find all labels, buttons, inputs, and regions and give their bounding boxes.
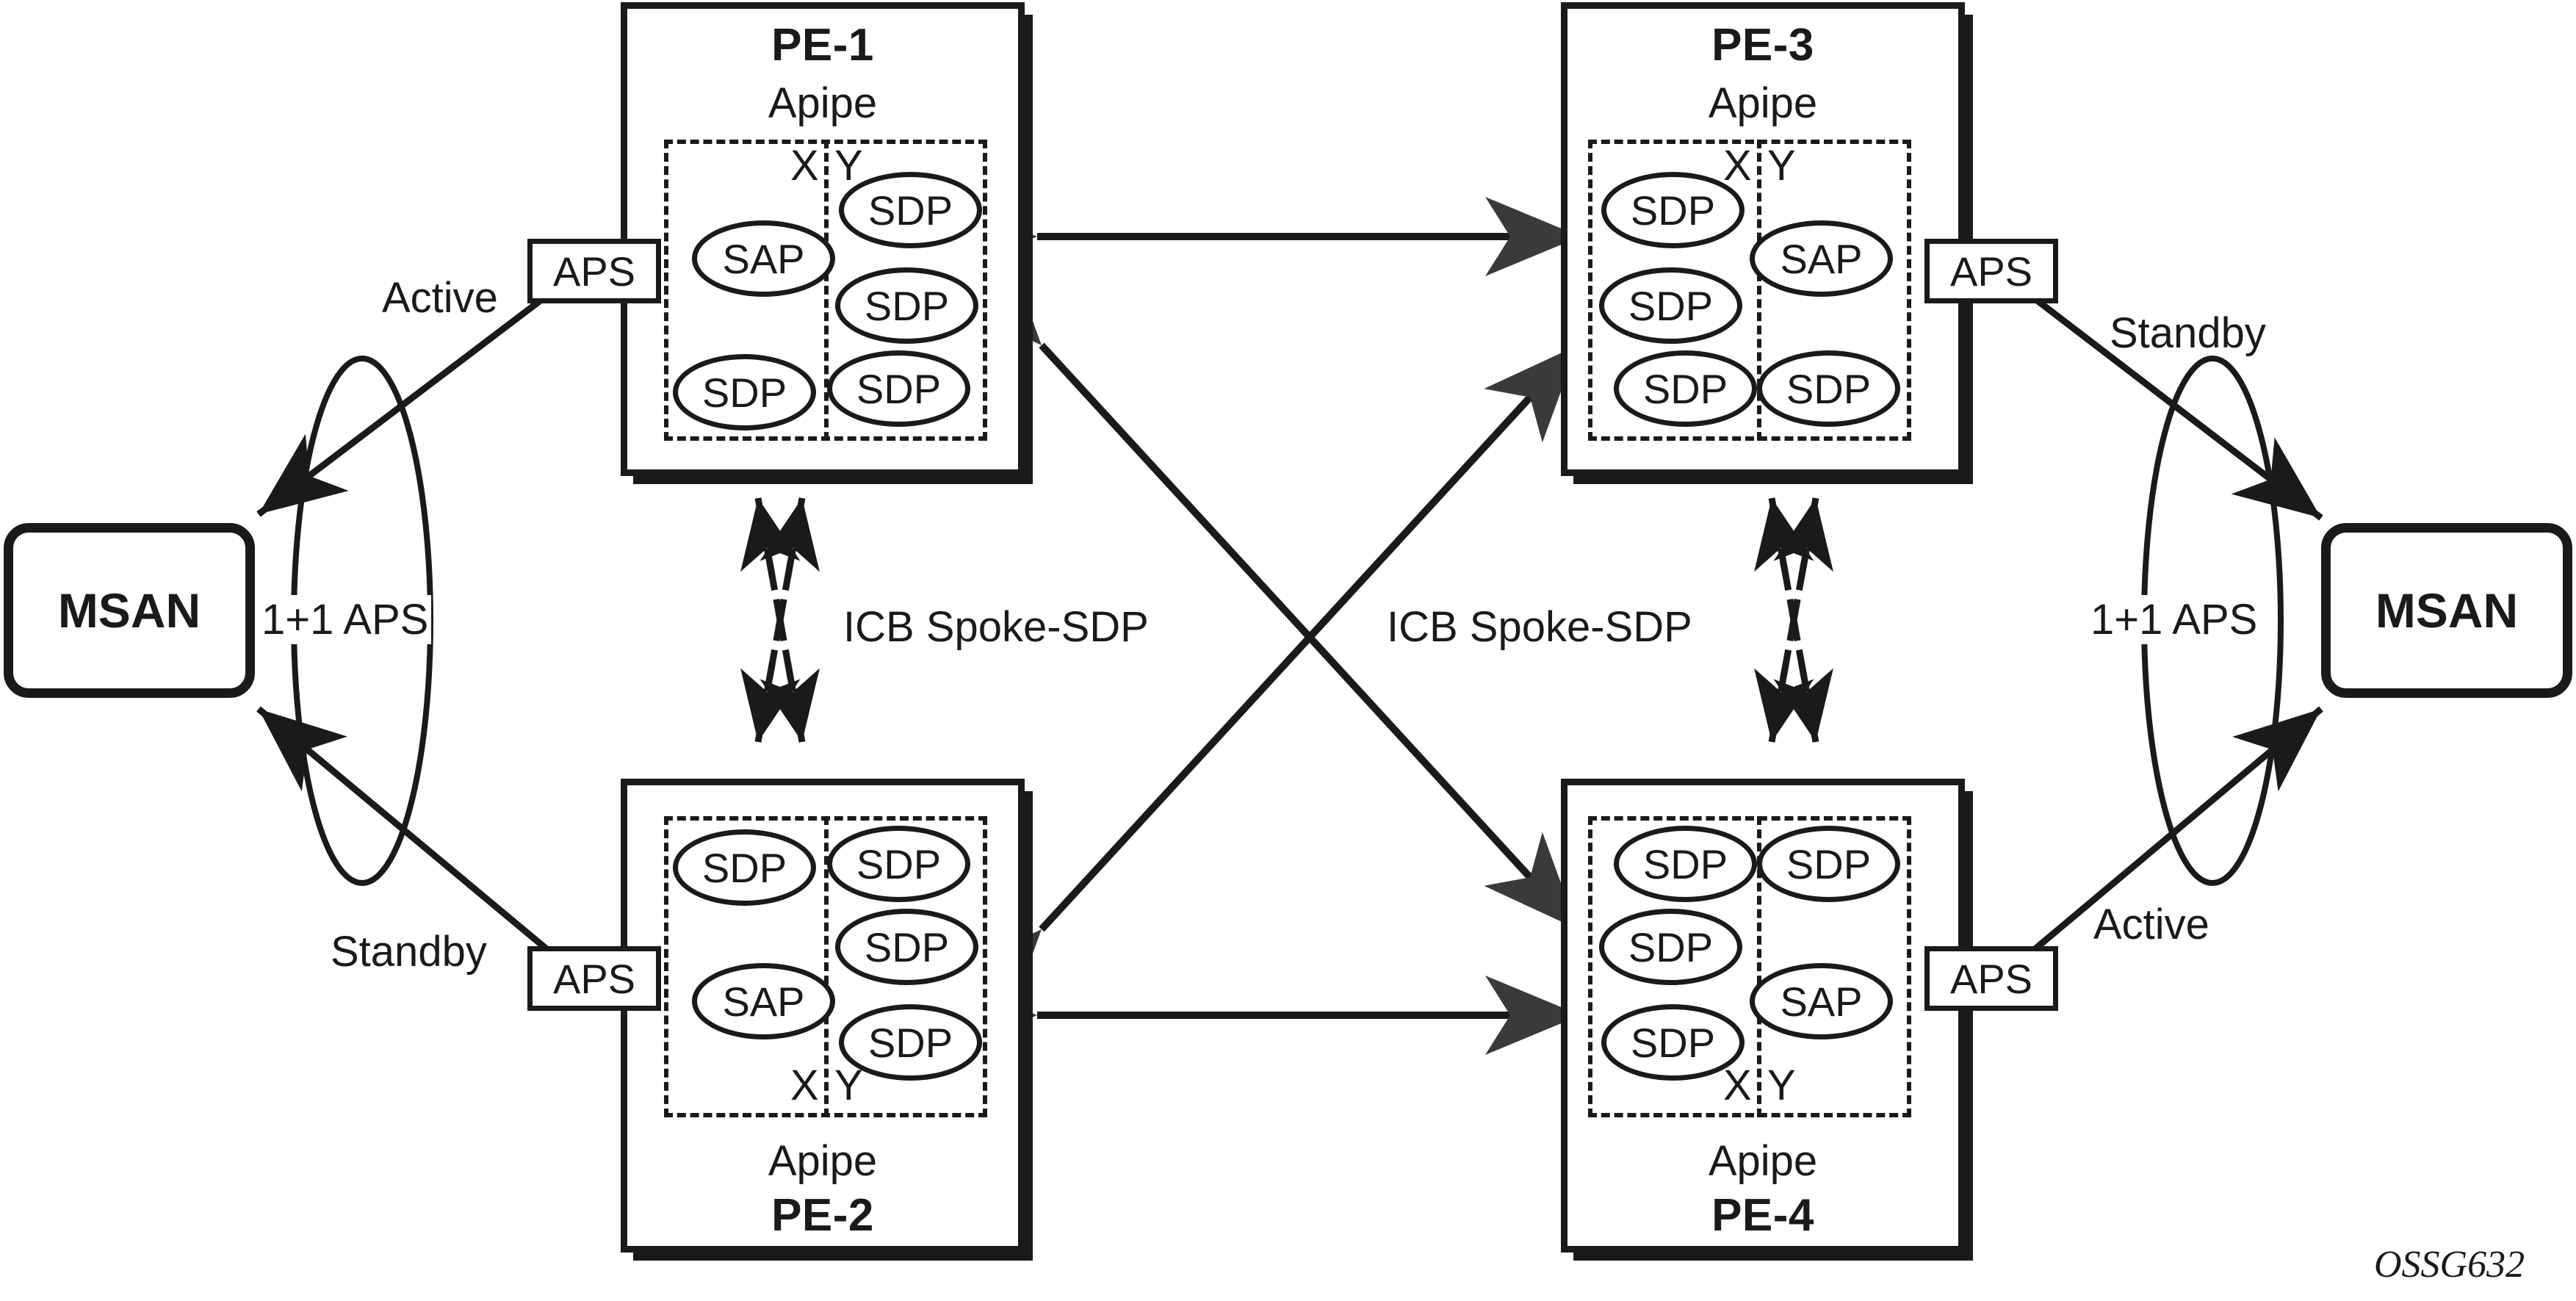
pe1-y-sdp-1[interactable]: SDP (839, 172, 982, 248)
pe4-box[interactable]: X Y SDP SDP SDP SDP SAP Apipe PE-4 (1561, 779, 1965, 1253)
pe3-state-label: Standby (2110, 309, 2266, 357)
pe1-x-sdp[interactable]: SDP (673, 354, 816, 430)
pe3-y-sap[interactable]: SAP (1750, 220, 1893, 297)
pe4-x-label: X (1723, 1062, 1752, 1109)
pe3-y-label: Y (1767, 142, 1796, 190)
pe3-x-label: X (1723, 142, 1752, 190)
pe2-xy-divider (824, 816, 829, 1117)
pe4-apipe-service-boundary (1588, 816, 1911, 1117)
pe1-y-label: Y (834, 142, 863, 190)
pe4-xy-divider (1757, 816, 1761, 1117)
link-msan-left-to-pe1 (256, 267, 582, 517)
pe1-box[interactable]: PE-1 Apipe X Y SAP SDP SDP SDP SDP (621, 2, 1025, 476)
pe4-title: PE-4 (1711, 1190, 1814, 1241)
pe4-y-label: Y (1767, 1062, 1796, 1109)
pe3-apipe-service-boundary (1588, 140, 1911, 441)
pe4-y-sdp[interactable]: SDP (1757, 826, 1900, 902)
msan-left-label: MSAN (57, 583, 201, 638)
figure-id-label: OSSG632 (2374, 1244, 2525, 1286)
pe1-y-sdp-3[interactable]: SDP (827, 350, 970, 427)
icb-spoke-sdp-right (1754, 497, 1833, 743)
pe2-title: PE-2 (771, 1190, 874, 1241)
pe2-y-label: Y (834, 1062, 863, 1109)
aps-group-label-left: 1+1 APS (259, 595, 432, 644)
pe4-service: Apipe (1708, 1137, 1818, 1185)
pe2-service: Apipe (768, 1137, 878, 1185)
icb-spoke-sdp-label-right: ICB Spoke-SDP (1387, 603, 1692, 651)
aps-group-label-right: 1+1 APS (2088, 595, 2261, 644)
pe2-x-label: X (790, 1062, 819, 1109)
msan-right[interactable]: MSAN (2321, 523, 2572, 698)
pe3-title: PE-3 (1711, 20, 1814, 71)
pe3-x-sdp-2[interactable]: SDP (1599, 267, 1742, 344)
msan-left[interactable]: MSAN (4, 523, 255, 698)
pe1-service: Apipe (768, 79, 878, 127)
pe3-y-sdp[interactable]: SDP (1757, 350, 1900, 427)
pe3-x-sdp-3[interactable]: SDP (1614, 350, 1757, 427)
pe4-x-sdp-1[interactable]: SDP (1614, 826, 1757, 902)
pe3-service: Apipe (1708, 79, 1818, 127)
pe2-y-sdp-2[interactable]: SDP (835, 909, 978, 985)
icb-spoke-sdp-left (740, 497, 820, 743)
pe2-x-sdp[interactable]: SDP (673, 829, 816, 906)
pe3-xy-divider (1757, 140, 1761, 441)
pe1-xy-divider (824, 140, 829, 441)
pe2-box[interactable]: X Y SDP SAP SDP SDP SDP Apipe PE-2 (621, 779, 1025, 1253)
pe2-y-sdp-3[interactable]: SDP (839, 1004, 982, 1081)
pe2-state-label: Standby (331, 928, 487, 976)
link-pe2-pe3 (948, 342, 1581, 1027)
msan-right-label: MSAN (2375, 583, 2519, 638)
pe4-aps-port[interactable]: APS (1924, 946, 2058, 1011)
pe4-x-sdp-3[interactable]: SDP (1601, 1004, 1745, 1081)
pe1-y-sdp-2[interactable]: SDP (835, 267, 978, 344)
pe3-box[interactable]: PE-3 Apipe X Y SDP SDP SDP SAP SDP (1561, 2, 1965, 476)
pe1-x-label: X (790, 142, 819, 190)
pe1-state-label: Active (382, 274, 498, 322)
pe2-y-sdp-1[interactable]: SDP (827, 826, 970, 902)
link-msan-right-to-pe4 (1999, 706, 2323, 980)
pe2-x-sap[interactable]: SAP (692, 963, 835, 1039)
pe4-state-label: Active (2093, 901, 2209, 948)
pe1-aps-port[interactable]: APS (527, 239, 661, 303)
pe2-aps-port[interactable]: APS (527, 946, 661, 1011)
link-msan-left-to-pe2 (256, 706, 582, 980)
pe4-x-sdp-2[interactable]: SDP (1599, 909, 1742, 985)
icb-spoke-sdp-label-left: ICB Spoke-SDP (843, 603, 1149, 651)
pe3-aps-port[interactable]: APS (1924, 239, 2058, 303)
pe1-title: PE-1 (771, 20, 874, 71)
pe3-x-sdp-1[interactable]: SDP (1601, 172, 1745, 248)
pe1-x-sap[interactable]: SAP (692, 220, 835, 297)
pe4-y-sap[interactable]: SAP (1750, 963, 1893, 1039)
